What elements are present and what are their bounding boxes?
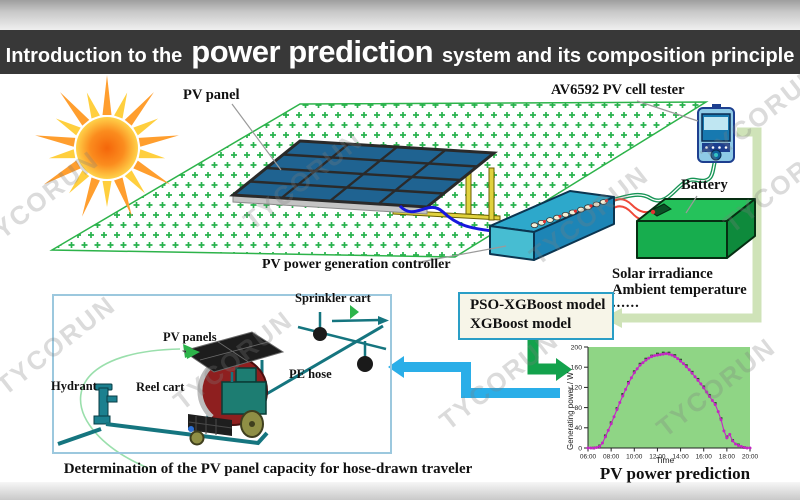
- sprinkler-cart-label: Sprinkler cart: [295, 291, 371, 305]
- svg-text:14:00: 14:00: [672, 454, 689, 461]
- input-ambient-temperature: Ambient temperature: [612, 281, 747, 298]
- pv-panel-array: [233, 141, 500, 220]
- title-prefix: Introduction to the: [5, 45, 183, 67]
- sun-icon: [35, 75, 179, 217]
- pv-panels-label: PV panels: [163, 330, 217, 344]
- svg-text:08:00: 08:00: [603, 454, 620, 461]
- model-line-pso: PSO-XGBoost model: [470, 297, 606, 313]
- controller-label: PV power generation controller: [262, 257, 451, 272]
- model-inputs: Solar irradiance Ambient temperature ...…: [612, 266, 747, 311]
- traveler-frame: [52, 294, 392, 454]
- title-suffix: system and its composition principle: [442, 45, 795, 67]
- svg-text:12:00: 12:00: [649, 454, 666, 461]
- title-highlight: power prediction: [191, 34, 434, 69]
- sprinkler-wheel-1: [313, 327, 327, 341]
- panel-to-controller-wire: [398, 204, 493, 233]
- svg-text:18:00: 18:00: [719, 454, 736, 461]
- chart-x-axis-label: Time: [655, 455, 675, 465]
- chart-title: PV power prediction: [599, 464, 751, 483]
- traveler-caption: Determination of the PV panel capacity f…: [63, 461, 473, 477]
- svg-text:16:00: 16:00: [696, 454, 713, 461]
- controller-leds: [530, 199, 609, 229]
- traveler-scene: [57, 305, 389, 469]
- pv-controller: [489, 190, 615, 261]
- bottom-gray-strip: [0, 482, 800, 500]
- model-box: PSO-XGBoost model XGBoost model: [458, 292, 614, 340]
- battery-terminal: [649, 203, 672, 217]
- pe-hose-label: PE hose: [289, 367, 332, 381]
- pv-panel-label: PV panel: [183, 87, 240, 103]
- pv-panels-arrowhead: [185, 346, 200, 359]
- svg-text:80: 80: [574, 405, 582, 412]
- model-to-chart-arrow: [527, 336, 572, 381]
- svg-text:0: 0: [578, 445, 582, 452]
- svg-text:120: 120: [571, 385, 583, 392]
- input-solar-irradiance: Solar irradiance: [612, 266, 713, 282]
- input-ellipsis: ......: [612, 295, 640, 311]
- chart-to-traveler-arrow: [388, 356, 560, 398]
- svg-text:10:00: 10:00: [626, 454, 643, 461]
- sprinkler-flag: [350, 305, 359, 319]
- top-gray-strip: [0, 0, 800, 30]
- svg-text:160: 160: [571, 365, 583, 372]
- svg-text:06:00: 06:00: [580, 454, 597, 461]
- battery-box: [636, 198, 756, 259]
- pe-hose-line: [262, 324, 384, 398]
- water-pipes: [57, 422, 269, 446]
- svg-text:20:00: 20:00: [742, 454, 759, 461]
- sprinkler-wheel-2: [357, 356, 373, 372]
- battery-label: Battery: [681, 177, 728, 193]
- reel-cart-label: Reel cart: [136, 380, 185, 394]
- svg-text:200: 200: [571, 344, 583, 351]
- label-pointer-lines: [231, 100, 699, 263]
- model-line-xgb: XGBoost model: [470, 316, 572, 332]
- pv-cell-tester-device: [697, 104, 735, 163]
- tester-label: AV6592 PV cell tester: [551, 82, 685, 98]
- reel-cart-figure: [181, 331, 285, 446]
- hydrant-label: Hydrant: [51, 379, 97, 393]
- hydrant-figure: [93, 383, 118, 425]
- svg-text:40: 40: [574, 425, 582, 432]
- pv-power-chart: 0 40 80 120 160 200 06:00 08:00 10:00 12:00 14:00 1…: [571, 344, 759, 460]
- chart-y-axis-label: Generating power / W: [566, 372, 575, 450]
- title-banner: Introduction to the power prediction sys…: [0, 30, 800, 74]
